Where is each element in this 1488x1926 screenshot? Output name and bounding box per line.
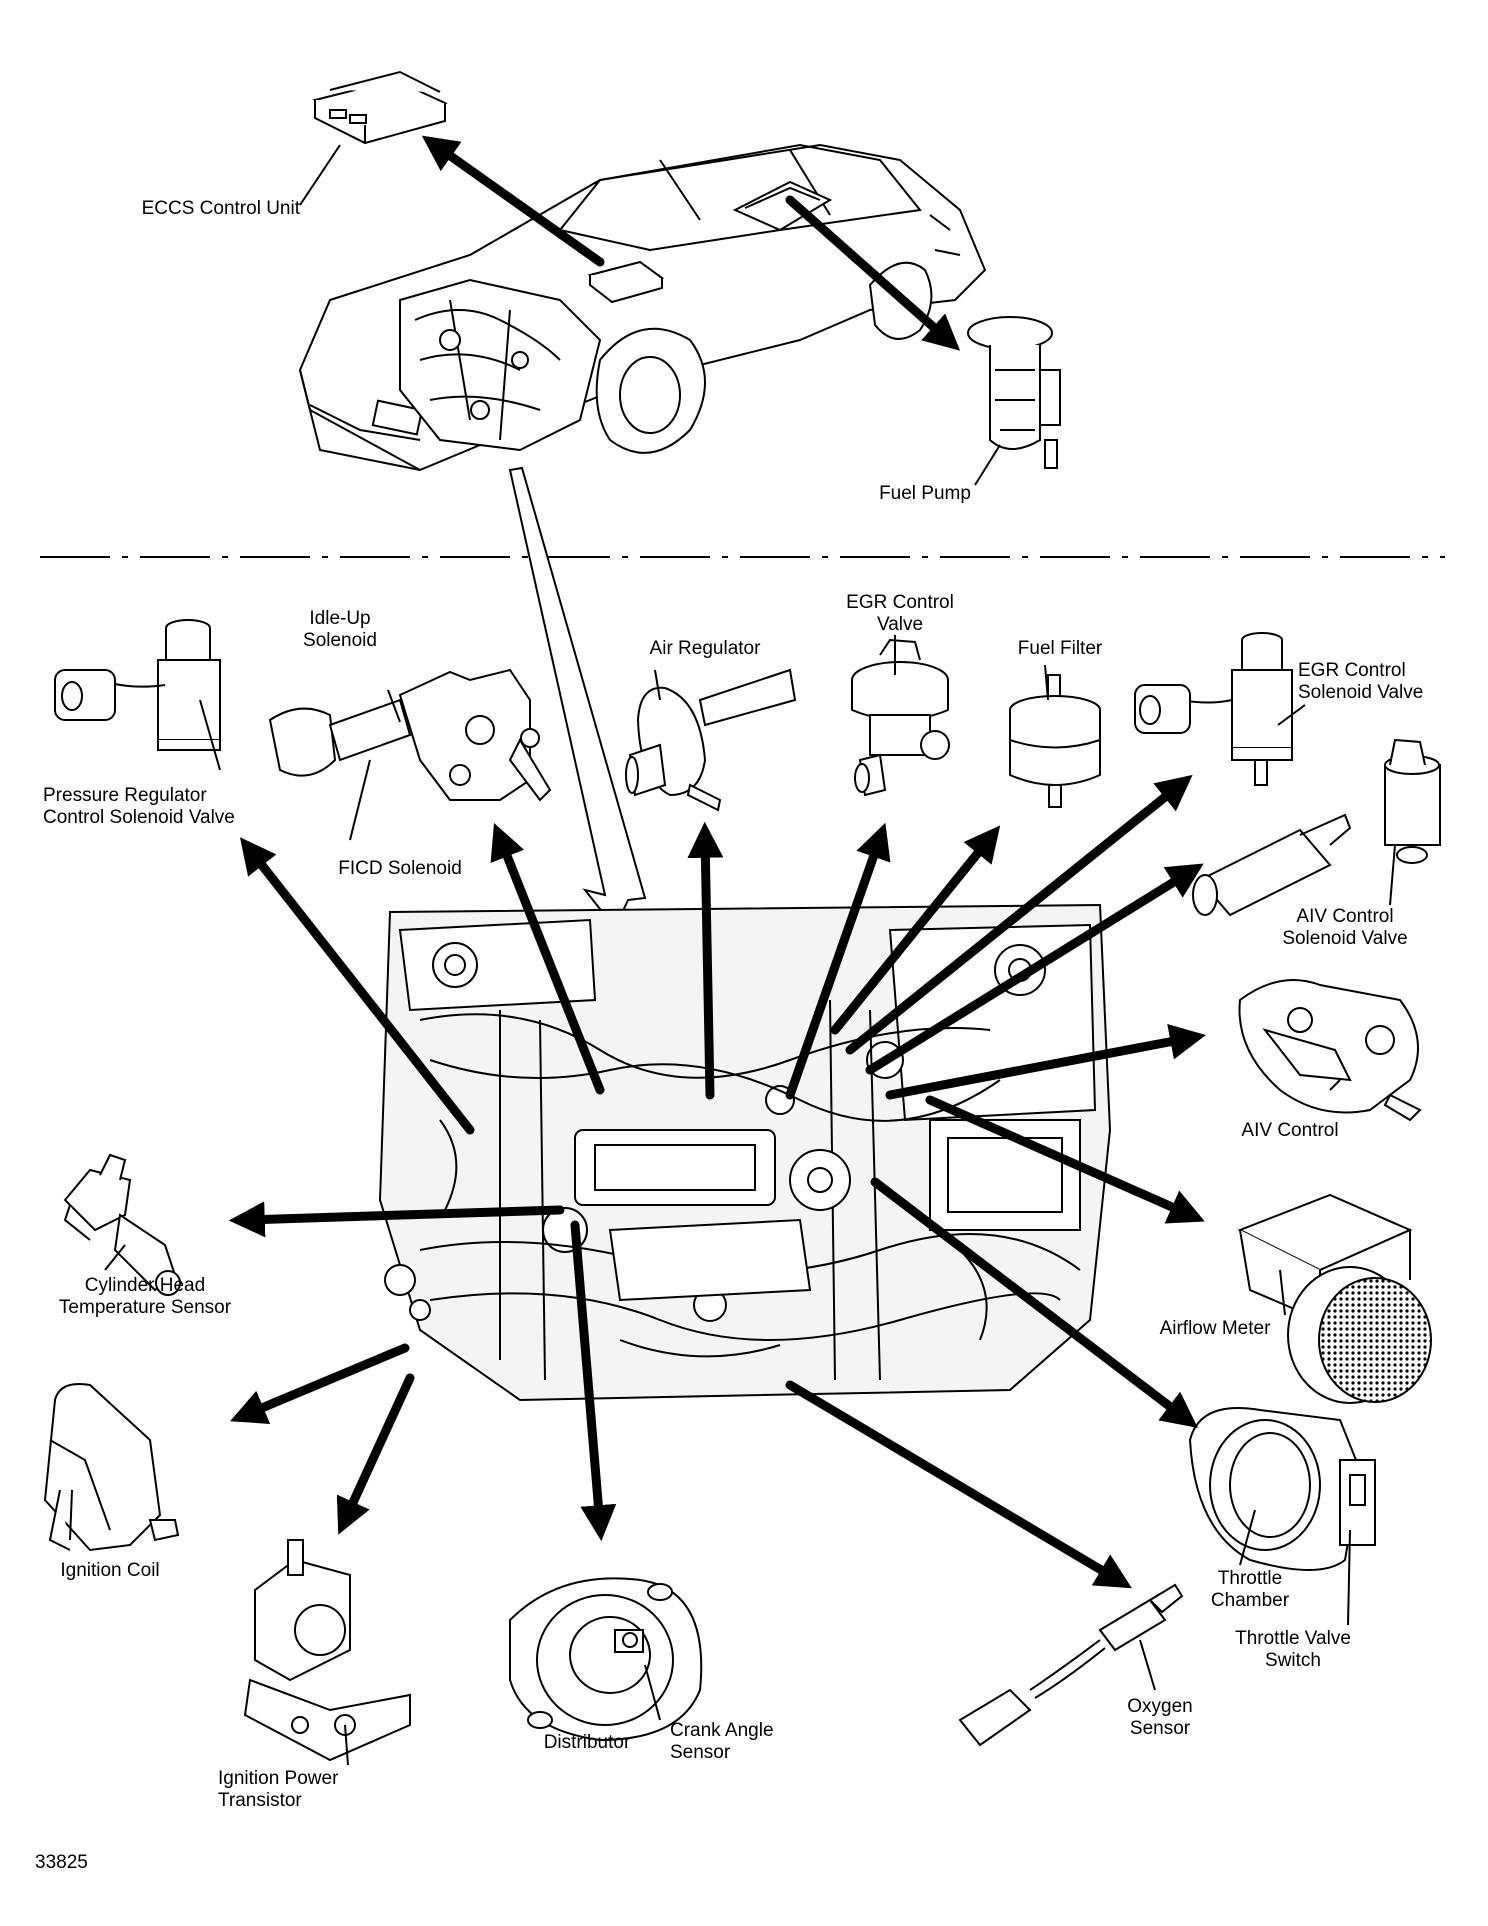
- label-power-transistor: Ignition Power Transistor: [218, 1768, 378, 1812]
- arrow-aiv-control: [885, 1024, 1206, 1100]
- airflow-meter-icon: [1237, 1193, 1432, 1404]
- aiv-control-icon: [1238, 979, 1422, 1122]
- ignition-coil-icon: [43, 1383, 180, 1552]
- label-throttle-chamber-line2: Chamber: [1210, 1590, 1290, 1611]
- arrow-ecu: [421, 135, 605, 267]
- car-engine-bay: [399, 278, 602, 452]
- label-airflow-meter: Airflow Meter: [1140, 1318, 1290, 1340]
- arrow-distributor: [570, 1220, 617, 1542]
- label-egr-solenoid-line1: EGR Control: [1298, 660, 1406, 681]
- fuel-pump-icon: [967, 316, 1061, 469]
- label-air-regulator: Air Regulator: [630, 638, 780, 660]
- label-fuel-filter: Fuel Filter: [1000, 638, 1120, 660]
- arrow-throttle: [870, 1177, 1198, 1428]
- arrow-air-regulator: [687, 821, 724, 1100]
- label-throttle-chamber: Throttle Chamber: [1195, 1568, 1305, 1612]
- arrow-fuel-pump: [785, 195, 961, 351]
- arrow-ficd: [490, 822, 605, 1095]
- arrow-cylinder-head: [228, 1201, 565, 1238]
- label-egr-valve-line1: EGR Control: [846, 592, 954, 613]
- arrow-egr-valve: [785, 822, 891, 1100]
- egr-solenoid-valve-icon: [1134, 632, 1293, 786]
- label-oxygen-line2: Sensor: [1129, 1718, 1191, 1739]
- arrow-egr-solenoid-b: [845, 774, 1193, 1055]
- fuel-pump-on-car: [732, 180, 833, 232]
- label-airflow-meter-text: Airflow Meter: [1159, 1318, 1271, 1339]
- arrow-aiv-solenoid: [865, 863, 1204, 1075]
- arrow-pressure-regulator: [239, 837, 475, 1135]
- label-pressure-regulator-line1: Pressure Regulator: [43, 785, 207, 806]
- label-aiv-solenoid-line2: Solenoid Valve: [1282, 928, 1408, 949]
- oxygen-sensor-icon: [958, 1583, 1184, 1747]
- hollow-pointer-arrow: [508, 466, 647, 930]
- arrow-egr-solenoid-a: [830, 825, 1001, 1035]
- label-egr-control-valve: EGR Control Valve: [830, 592, 970, 636]
- arrow-power-transistor: [336, 1373, 415, 1535]
- label-crank-angle-line2: Sensor: [670, 1742, 731, 1763]
- label-ficd-text: FICD Solenoid: [338, 858, 462, 879]
- engine-bay-illustration: [378, 903, 1112, 1402]
- label-fuel-pump: Fuel Pump: [860, 483, 990, 505]
- label-ignition-coil-text: Ignition Coil: [60, 1560, 160, 1581]
- label-oxygen: Oxygen Sensor: [1110, 1696, 1210, 1740]
- label-crank-angle: Crank Angle Sensor: [670, 1720, 800, 1764]
- figure-number-text: 33825: [35, 1852, 88, 1873]
- label-aiv-control-text: AIV Control: [1241, 1120, 1339, 1141]
- label-throttle-switch-line1: Throttle Valve: [1235, 1628, 1351, 1649]
- idle-up-solenoid-icon: [268, 668, 552, 802]
- fuel-filter-icon: [1009, 674, 1101, 808]
- leader-lines: [69, 144, 1396, 1766]
- callout-arrows: [228, 135, 1206, 1589]
- arrow-oxygen-sensor: [785, 1380, 1132, 1589]
- ecu-on-car: [587, 260, 665, 304]
- label-egr-solenoid: EGR Control Solenoid Valve: [1298, 660, 1448, 704]
- label-ecu: ECCS Control Unit: [100, 198, 300, 220]
- label-aiv-control: AIV Control: [1225, 1120, 1355, 1142]
- throttle-chamber-icon: [1188, 1407, 1376, 1571]
- label-egr-solenoid-line2: Solenoid Valve: [1298, 682, 1424, 703]
- label-idle-up: Idle-Up Solenoid: [285, 608, 395, 652]
- label-power-transistor-line1: Ignition Power: [218, 1768, 339, 1789]
- label-ecu-text: ECCS Control Unit: [141, 198, 300, 219]
- label-cylinder-head-line2: Temperature Sensor: [58, 1297, 232, 1318]
- ecu-icon: [312, 70, 448, 145]
- label-cylinder-head: Cylinder Head Temperature Sensor: [35, 1275, 255, 1319]
- pressure-regulator-solenoid-icon: [54, 619, 221, 751]
- figure-number: 33825: [35, 1852, 135, 1874]
- label-throttle-chamber-line1: Throttle: [1217, 1568, 1283, 1589]
- label-throttle-switch: Throttle Valve Switch: [1218, 1628, 1368, 1672]
- label-pressure-regulator-line2: Control Solenoid Valve: [43, 807, 235, 828]
- label-ficd: FICD Solenoid: [325, 858, 475, 880]
- label-aiv-solenoid: AIV Control Solenoid Valve: [1270, 906, 1420, 950]
- ignition-power-transistor-icon: [243, 1539, 411, 1762]
- label-oxygen-line1: Oxygen: [1127, 1696, 1193, 1717]
- aiv-solenoid-valve-icon: [1192, 738, 1441, 917]
- label-crank-angle-line1: Crank Angle: [670, 1720, 774, 1741]
- label-aiv-solenoid-line1: AIV Control: [1296, 906, 1394, 927]
- label-distributor: Distributor: [522, 1732, 652, 1754]
- label-throttle-switch-line2: Switch: [1265, 1650, 1321, 1671]
- label-fuel-pump-text: Fuel Pump: [879, 483, 971, 504]
- arrow-ignition-coil: [230, 1343, 410, 1424]
- label-cylinder-head-line1: Cylinder Head: [84, 1275, 206, 1296]
- label-egr-valve-line2: Valve: [876, 614, 924, 635]
- distributor-icon: [509, 1577, 703, 1742]
- cylinder-head-temp-sensor-icon: [63, 1153, 181, 1296]
- label-idle-up-line2: Solenoid: [303, 630, 377, 651]
- label-air-regulator-text: Air Regulator: [649, 638, 761, 659]
- label-pressure-regulator: Pressure Regulator Control Solenoid Valv…: [43, 785, 283, 829]
- label-idle-up-line1: Idle-Up: [309, 608, 371, 629]
- egr-control-valve-icon: [851, 638, 950, 797]
- label-power-transistor-line2: Transistor: [218, 1790, 302, 1811]
- label-fuel-filter-text: Fuel Filter: [1017, 638, 1103, 659]
- label-ignition-coil: Ignition Coil: [45, 1560, 175, 1582]
- label-distributor-text: Distributor: [543, 1732, 631, 1753]
- arrow-airflow-meter: [925, 1095, 1205, 1224]
- air-regulator-icon: [625, 668, 797, 812]
